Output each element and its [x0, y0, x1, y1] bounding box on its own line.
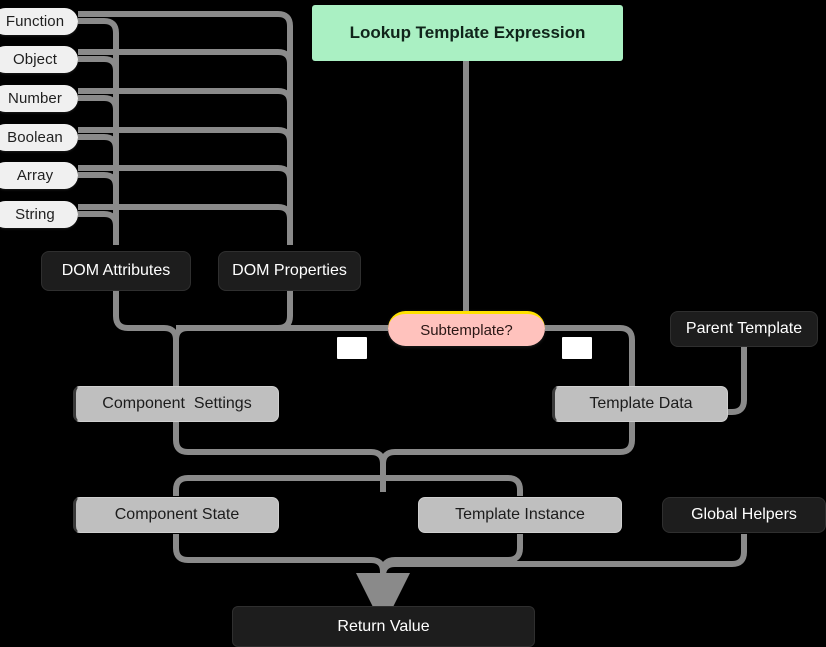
type-pill-label: Number [8, 90, 62, 107]
subtemplate-branch-label-left [337, 337, 367, 359]
lookup-template-expression-node[interactable]: Lookup Template Expression [312, 5, 623, 61]
template-instance-label: Template Instance [455, 506, 585, 523]
type-pill-label: Boolean [7, 129, 63, 146]
type-pill-object[interactable]: Object [0, 46, 78, 73]
return-value-label: Return Value [337, 617, 430, 635]
type-pill-label: String [15, 206, 55, 223]
component-settings-node[interactable]: Component Settings [73, 386, 279, 422]
type-pill-label: Array [16, 167, 54, 184]
return-value-node[interactable]: Return Value [232, 606, 535, 647]
subtemplate-decision-label: Subtemplate? [420, 321, 513, 339]
template-data-label: Template Data [589, 395, 693, 412]
global-helpers-node[interactable]: Global Helpers [662, 497, 826, 533]
type-pill-array[interactable]: Array [0, 162, 78, 189]
template-instance-node[interactable]: Template Instance [418, 497, 622, 533]
template-data-node[interactable]: Template Data [552, 386, 728, 422]
lookup-template-expression-label: Lookup Template Expression [349, 23, 586, 42]
type-pill-boolean[interactable]: Boolean [0, 124, 78, 151]
type-pill-label: Function [5, 13, 65, 30]
component-state-label: Component State [114, 506, 240, 523]
type-pill-function[interactable]: Function [0, 8, 78, 35]
subtemplate-branch-label-right [562, 337, 592, 359]
subtemplate-decision-node[interactable]: Subtemplate? [388, 311, 545, 346]
global-helpers-label: Global Helpers [691, 506, 797, 523]
dom-properties-label: DOM Properties [232, 262, 347, 279]
type-pill-string[interactable]: String [0, 201, 78, 228]
component-state-node[interactable]: Component State [73, 497, 279, 533]
component-settings-label: Component Settings [102, 395, 252, 412]
parent-template-node[interactable]: Parent Template [670, 311, 818, 347]
type-pill-label: Object [13, 51, 57, 68]
dom-attributes-node[interactable]: DOM Attributes [41, 251, 191, 291]
parent-template-label: Parent Template [685, 320, 803, 337]
dom-attributes-label: DOM Attributes [61, 262, 171, 279]
dom-properties-node[interactable]: DOM Properties [218, 251, 361, 291]
type-pill-number[interactable]: Number [0, 85, 78, 112]
